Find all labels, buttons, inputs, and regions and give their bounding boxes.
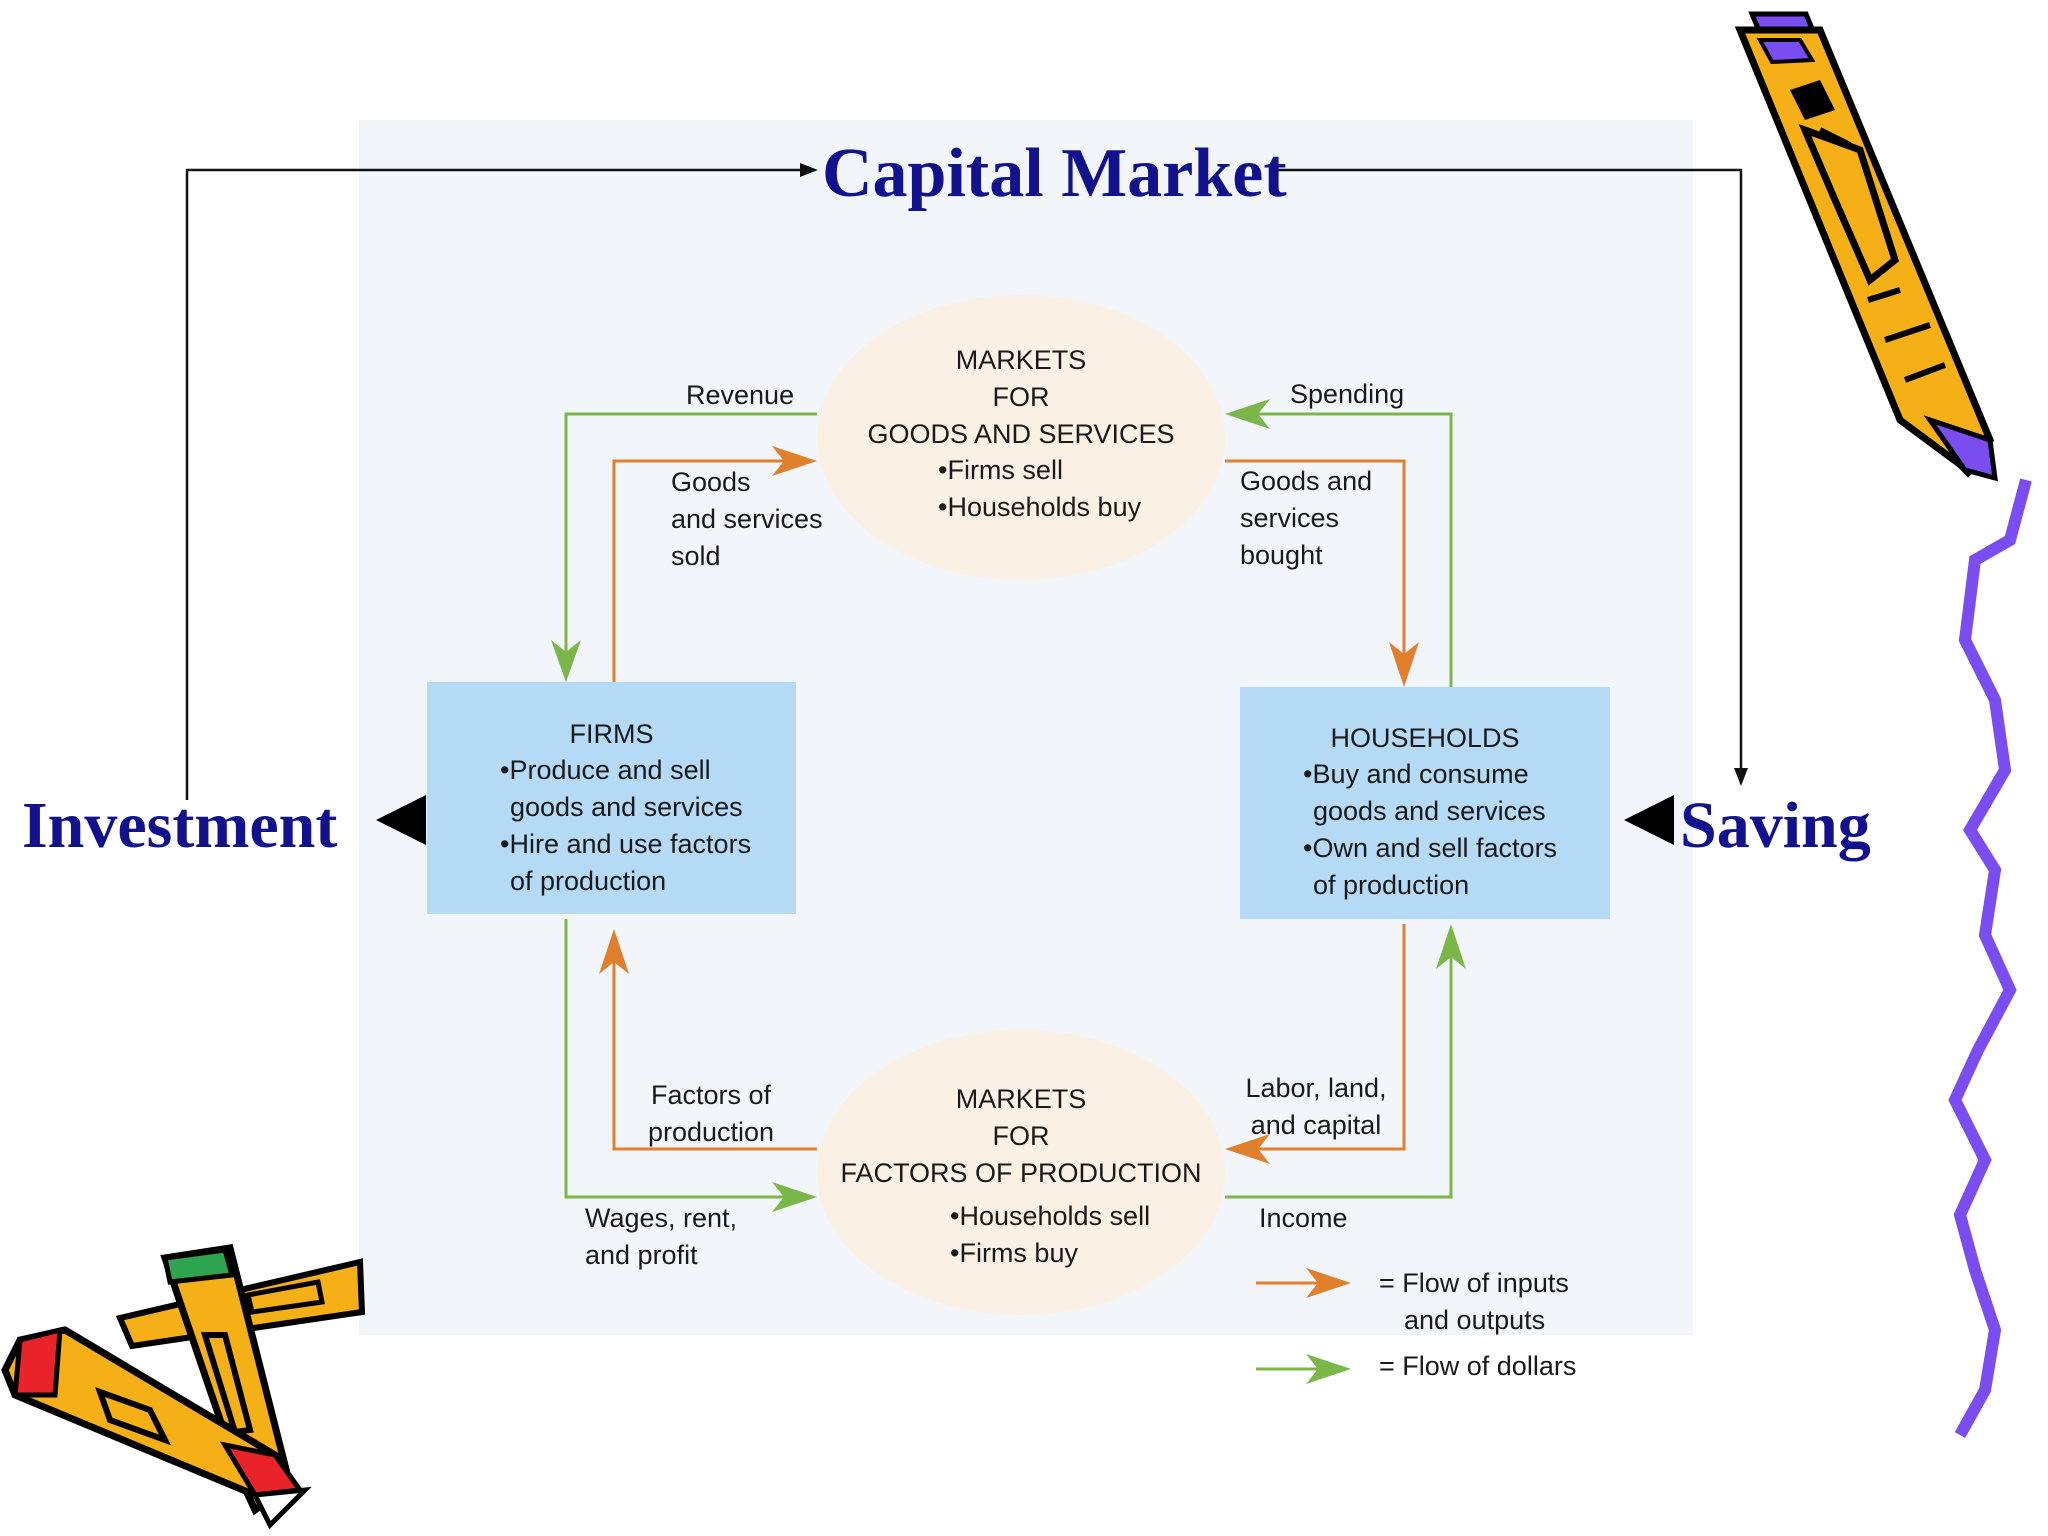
wages-line: and profit	[585, 1240, 698, 1270]
labor-line: and capital	[1250, 1110, 1382, 1140]
firms-description: •Produce and sell goods and services •Hi…	[500, 752, 751, 900]
saving-title: Saving	[1680, 789, 1871, 862]
firms-line: •Produce and sell	[500, 755, 711, 785]
factor-market-label: MARKETS FOR FACTORS OF PRODUCTION	[817, 1081, 1225, 1192]
households-line: •Own and sell factors	[1303, 833, 1558, 863]
goods-sold-line: sold	[671, 541, 721, 571]
legend-dollars-label: = Flow of dollars	[1379, 1351, 1577, 1381]
goods-market-label: MARKETS FOR GOODS AND SERVICES	[817, 342, 1225, 453]
firms-line: of production	[510, 866, 667, 896]
households-description: •Buy and consume goods and services •Own…	[1303, 756, 1557, 904]
saving-connector-line	[1275, 168, 1743, 774]
legend-inputs-label: = Flow of inputs and outputs	[1379, 1265, 1569, 1339]
factors-line: production	[647, 1117, 775, 1147]
goods-bought-flow-arrow	[1225, 459, 1406, 667]
goods-market-line: FOR	[992, 382, 1050, 412]
goods-market-bullets: •Firms sell •Households buy	[938, 452, 1141, 526]
firms-title: FIRMS	[569, 719, 654, 749]
spending-label: Spending	[1290, 379, 1405, 409]
spending-flow-arrow	[1245, 412, 1453, 687]
households-line: of production	[1313, 870, 1470, 900]
goods-sold-line: Goods	[671, 467, 751, 497]
goods-bought-line: Goods and	[1240, 466, 1373, 496]
factors-flow-arrow	[612, 938, 817, 1151]
income-label: Income	[1259, 1203, 1348, 1233]
capital-market-title: Capital Market	[822, 135, 1287, 212]
goods-bought-line: bought	[1240, 540, 1323, 570]
firms-box	[427, 682, 796, 914]
households-line: •Buy and consume	[1303, 759, 1529, 789]
factor-market-line: FOR	[992, 1121, 1050, 1151]
pencil-icon	[1734, 11, 1998, 482]
factor-market-ellipse	[817, 1030, 1225, 1315]
labor-label: Labor, land, and capital	[1236, 1070, 1396, 1144]
factor-market-bullet: •Firms buy	[950, 1238, 1078, 1268]
goods-market-ellipse	[817, 295, 1225, 580]
wages-label: Wages, rent, and profit	[585, 1200, 737, 1274]
revenue-label: Revenue	[686, 380, 795, 410]
factors-label: Factors of production	[636, 1077, 786, 1151]
goods-sold-flow-arrow	[612, 459, 790, 682]
investment-pointer-icon	[376, 795, 426, 845]
saving-pointer-icon	[1624, 795, 1674, 845]
pencils-icon	[1, 1244, 366, 1530]
zigzag-line	[1948, 478, 2032, 1438]
factor-market-bullets: •Households sell •Firms buy	[950, 1198, 1150, 1272]
goods-sold-label: Goods and services sold	[671, 464, 823, 575]
households-line: goods and services	[1313, 796, 1546, 826]
goods-sold-line: and services	[671, 504, 823, 534]
wages-line: Wages, rent,	[585, 1203, 738, 1233]
goods-bought-label: Goods and services bought	[1240, 463, 1372, 574]
households-title: HOUSEHOLDS	[1330, 723, 1520, 753]
factors-line: Factors of	[650, 1080, 772, 1110]
investment-title: Investment	[22, 789, 338, 862]
goods-market-line: GOODS AND SERVICES	[867, 419, 1175, 449]
factor-market-bullet: •Households sell	[950, 1201, 1151, 1231]
income-flow-arrow	[1225, 944, 1453, 1199]
goods-market-line: MARKETS	[955, 345, 1087, 375]
wages-flow-arrow	[564, 919, 797, 1199]
legend-inputs-line: and outputs	[1404, 1305, 1546, 1335]
goods-market-bullet: •Households buy	[938, 492, 1142, 522]
firms-line: •Hire and use factors	[500, 829, 752, 859]
factor-market-line: FACTORS OF PRODUCTION	[840, 1158, 1202, 1188]
households-box	[1240, 687, 1610, 919]
investment-connector-line	[185, 168, 812, 800]
labor-flow-arrow	[1245, 924, 1406, 1151]
goods-bought-line: services	[1240, 503, 1340, 533]
firms-line: goods and services	[510, 792, 743, 822]
legend-inputs-line: = Flow of inputs	[1379, 1268, 1569, 1298]
goods-market-bullet: •Firms sell	[938, 455, 1063, 485]
labor-line: Labor, land,	[1245, 1073, 1387, 1103]
revenue-flow-arrow	[564, 412, 817, 663]
factor-market-line: MARKETS	[955, 1084, 1087, 1114]
